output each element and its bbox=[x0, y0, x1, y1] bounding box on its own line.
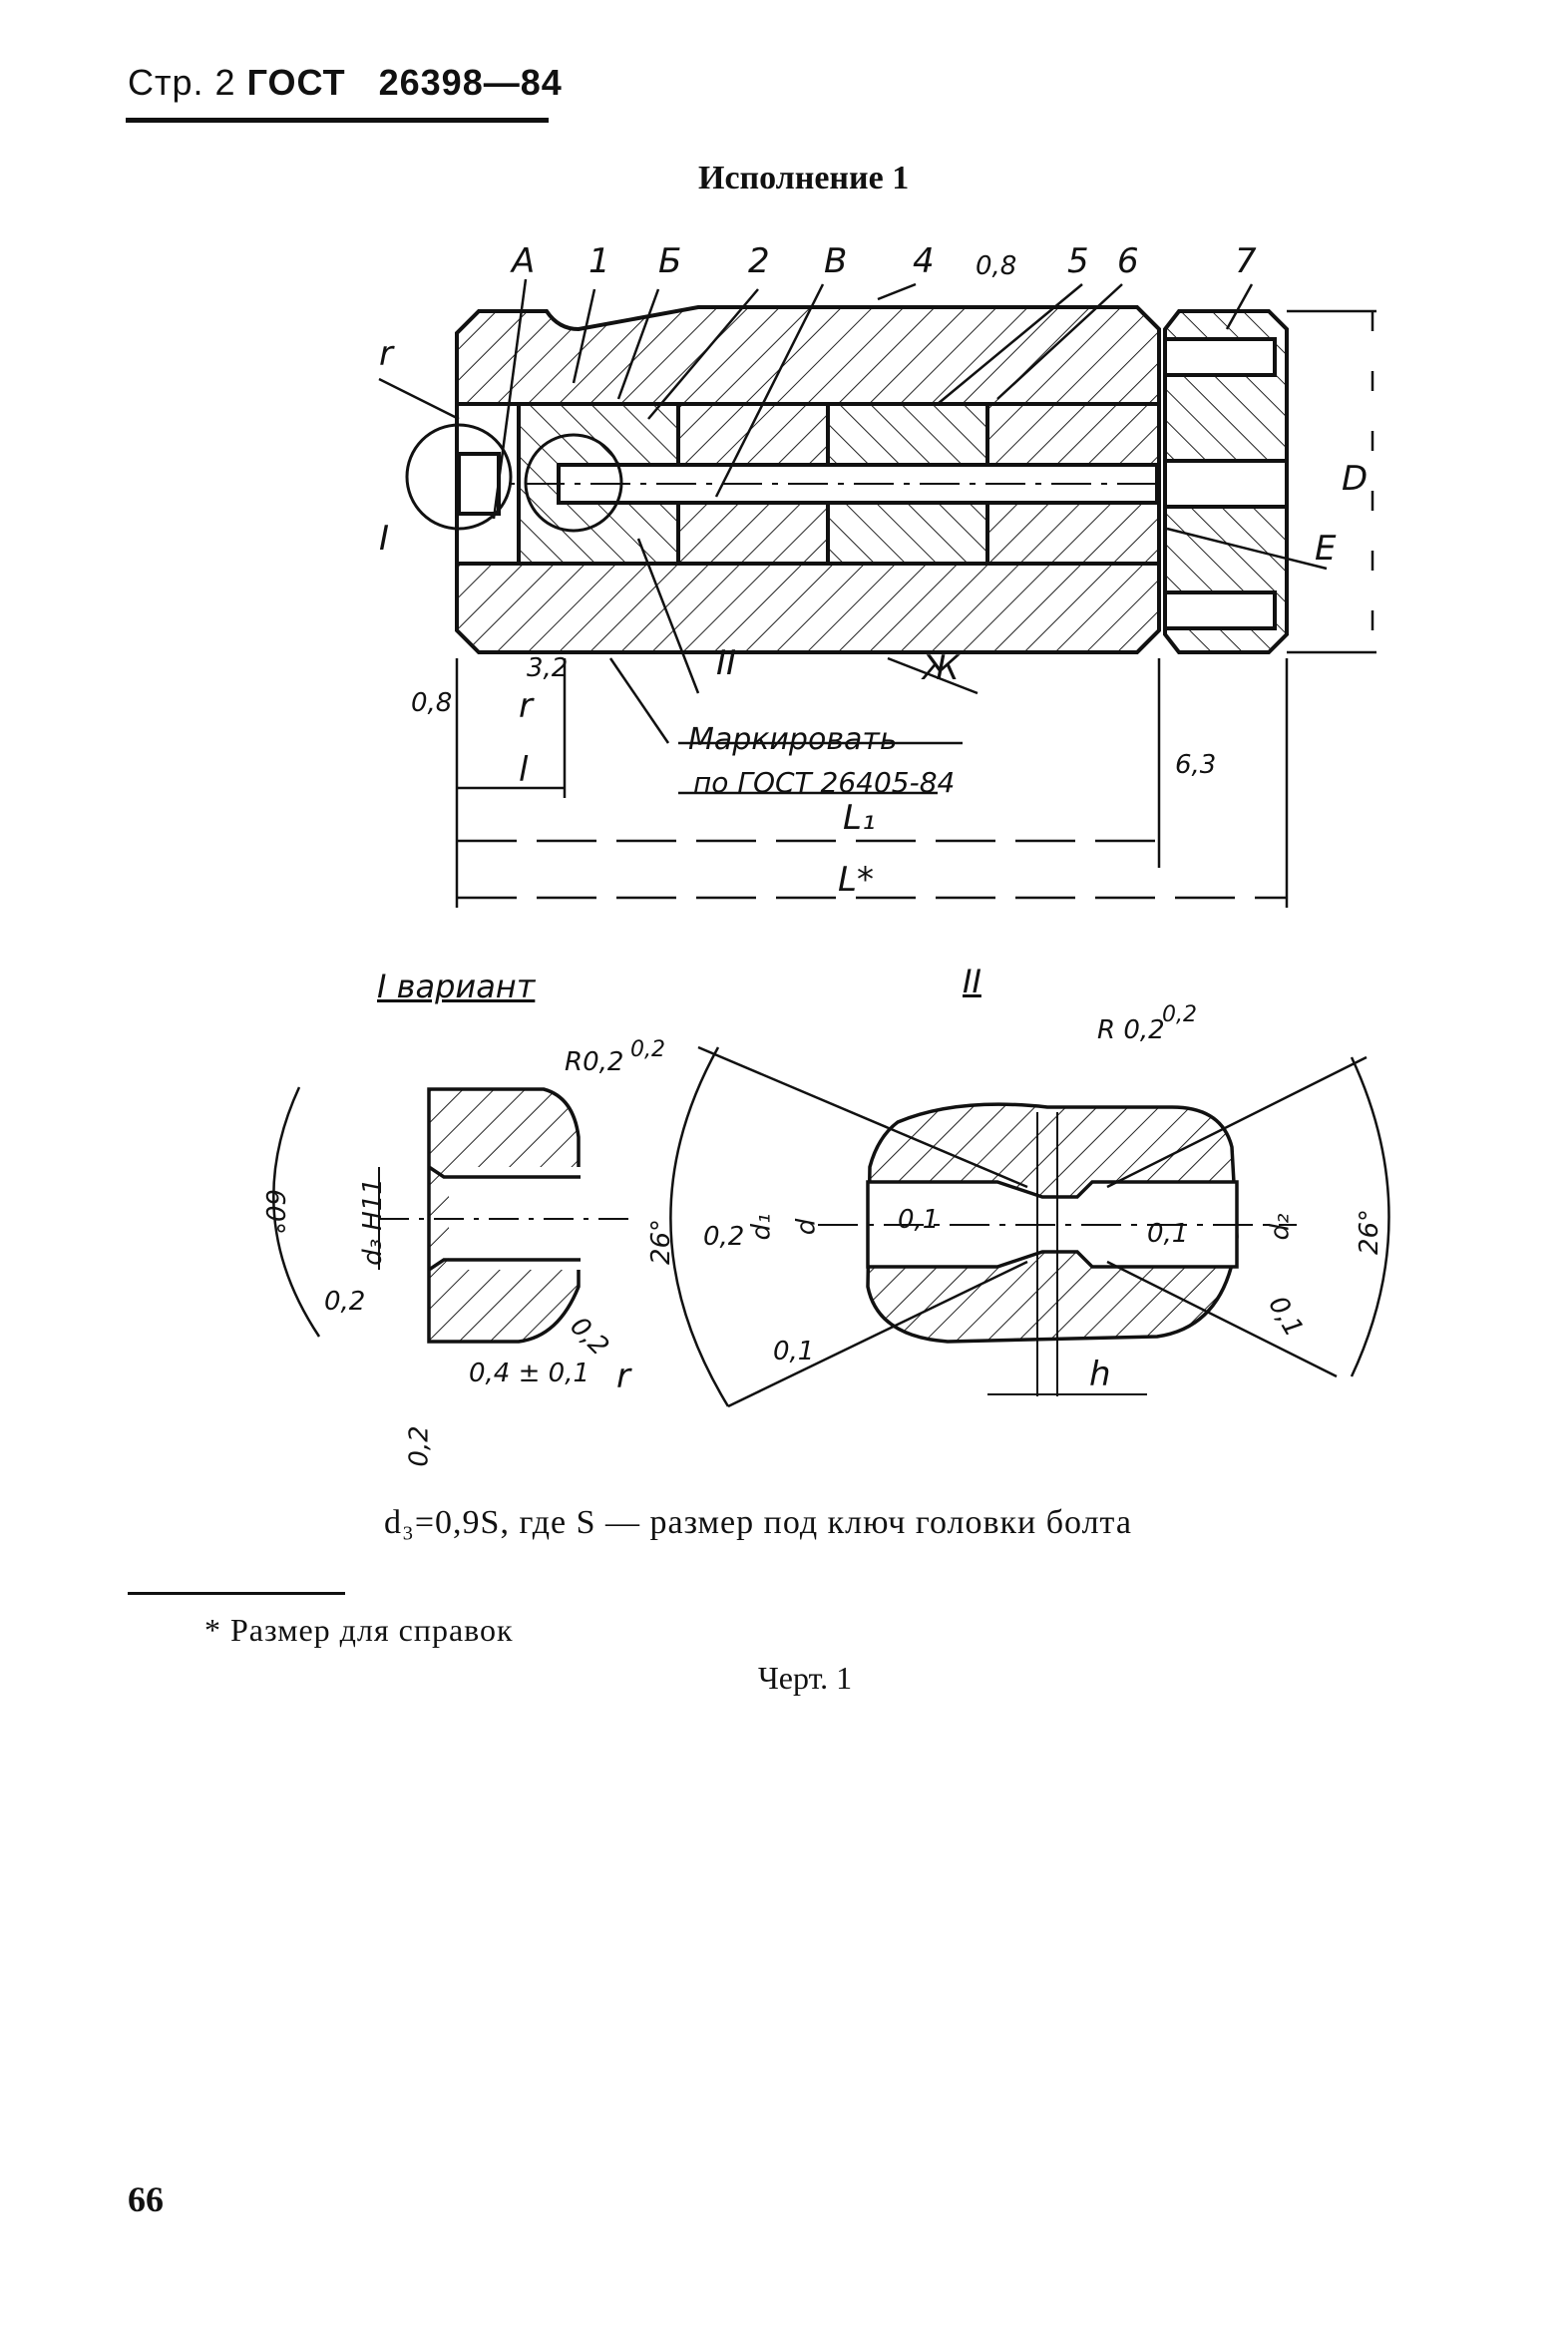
callout-r: r bbox=[379, 334, 393, 374]
detail-II-d: d bbox=[791, 1218, 822, 1236]
callout-I: I bbox=[379, 519, 390, 559]
callout-D: D bbox=[1342, 459, 1369, 499]
section-title: Исполнение 1 bbox=[698, 160, 910, 196]
detail-I-radius: R0,2 bbox=[565, 1047, 624, 1077]
callout-5: 5 bbox=[1067, 241, 1089, 281]
formula: d₃=0,9S, где S — размер под ключ головки… bbox=[384, 1504, 1132, 1541]
callout-B: Б bbox=[658, 241, 682, 281]
callout-A: А bbox=[512, 241, 536, 281]
detail-I-drawing bbox=[272, 1086, 638, 1344]
header-number: 26398—84 bbox=[378, 62, 563, 103]
detail-I-d3: d₃ H11 bbox=[357, 1178, 388, 1266]
detail-II-drawing bbox=[669, 1045, 1390, 1408]
callout-2: 2 bbox=[748, 241, 770, 281]
callout-roughness-top: 0,8 bbox=[976, 251, 1017, 281]
callout-4: 4 bbox=[913, 241, 935, 281]
callout-II: II bbox=[716, 643, 737, 683]
detail-II-roughness-right: 0,1 bbox=[1147, 1219, 1189, 1249]
callout-1: 1 bbox=[588, 241, 610, 281]
detail-II-radius: R 0,2 bbox=[1097, 1015, 1165, 1045]
detail-II-angle-left: 26° bbox=[646, 1218, 677, 1266]
callout-7: 7 bbox=[1235, 241, 1257, 281]
detail-I-roughness-bottom: 0,2 bbox=[404, 1425, 435, 1467]
dim-l: l bbox=[519, 750, 529, 790]
detail-II-h: h bbox=[1089, 1355, 1111, 1394]
page-number: 66 bbox=[128, 2179, 164, 2219]
detail-II-roughness-inner: 0,1 bbox=[898, 1205, 940, 1235]
detail-II-roughness-top: 0,2 bbox=[1162, 1002, 1197, 1027]
detail-II-label: II bbox=[963, 963, 981, 1000]
footnote: * Размер для справок bbox=[204, 1612, 514, 1648]
detail-I-roughness-top: 0,2 bbox=[630, 1037, 665, 1062]
detail-I-offset: 0,4 ± 0,1 bbox=[469, 1359, 590, 1388]
detail-II-d2: d₂ bbox=[1265, 1213, 1296, 1241]
roughness-3-2: 3,2 bbox=[527, 653, 569, 683]
detail-II-d1: d₁ bbox=[746, 1213, 777, 1241]
header-page-label: Стр. 2 bbox=[128, 62, 236, 103]
callout-r-lower: r bbox=[519, 686, 533, 726]
detail-I-roughness-left: 0,2 bbox=[324, 1287, 366, 1317]
roughness-6-3: 6,3 bbox=[1175, 750, 1217, 780]
callout-Zh: Ж bbox=[923, 648, 960, 688]
footnote-rule bbox=[128, 1592, 345, 1595]
callout-V: В bbox=[824, 241, 848, 281]
detail-II-roughness-left: 0,2 bbox=[703, 1222, 745, 1252]
detail-I-angle: 60° bbox=[259, 1188, 290, 1236]
marking-standard: по ГОСТ 26405-84 bbox=[693, 766, 956, 799]
marking-label: Маркировать bbox=[688, 722, 898, 757]
figure-caption: Черт. 1 bbox=[758, 1660, 853, 1696]
header-rule bbox=[126, 118, 549, 123]
dim-L1: L₁ bbox=[843, 798, 876, 838]
detail-I-r: r bbox=[616, 1357, 630, 1396]
page-header: Стр. 2 ГОСТ 26398—84 bbox=[128, 62, 563, 104]
detail-I-label: I вариант bbox=[377, 968, 536, 1005]
callout-6: 6 bbox=[1117, 241, 1139, 281]
dim-L: L* bbox=[838, 860, 874, 900]
callout-E: Е bbox=[1315, 529, 1337, 569]
main-body bbox=[405, 305, 1289, 654]
detail-II-roughness-lower-left: 0,1 bbox=[773, 1337, 815, 1366]
header-standard: ГОСТ bbox=[246, 62, 346, 103]
detail-II-angle-right: 26° bbox=[1355, 1208, 1385, 1256]
leader-lines bbox=[378, 278, 1376, 908]
roughness-0-8: 0,8 bbox=[411, 688, 453, 718]
